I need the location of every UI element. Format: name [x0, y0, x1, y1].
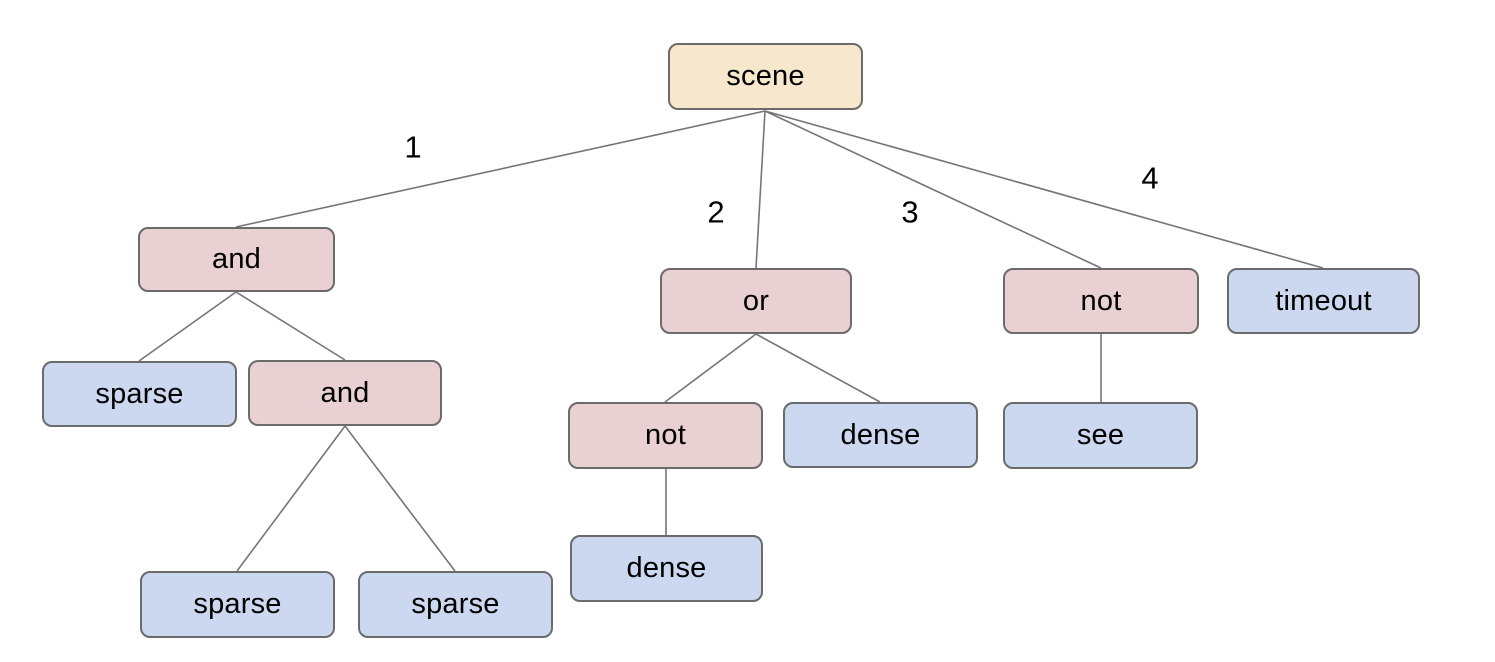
edge-and-and	[235, 291, 346, 361]
node-not-2[interactable]: not	[568, 402, 763, 469]
node-timeout[interactable]: timeout	[1227, 268, 1420, 334]
node-dense-2[interactable]: dense	[570, 535, 763, 602]
edge-and-sparse	[138, 291, 237, 362]
edge-and2-sparse2	[236, 425, 346, 572]
edge-scene-or	[755, 110, 766, 269]
node-or-1[interactable]: or	[660, 268, 852, 334]
edge-scene-and	[235, 110, 766, 228]
node-sparse-3[interactable]: sparse	[358, 571, 553, 638]
node-dense-1[interactable]: dense	[783, 402, 978, 468]
node-sparse-2[interactable]: sparse	[140, 571, 335, 638]
node-not-1[interactable]: not	[1003, 268, 1199, 334]
edge-or-not	[664, 333, 757, 403]
node-and-1[interactable]: and	[138, 227, 335, 292]
edge-label-3: 3	[901, 194, 919, 230]
node-see[interactable]: see	[1003, 402, 1198, 469]
edge-and2-sparse3	[344, 425, 456, 572]
edge-label-2: 2	[707, 194, 725, 230]
node-and-2[interactable]: and	[248, 360, 442, 426]
edge-or-dense	[755, 333, 881, 403]
edge-scene-timeout	[764, 110, 1324, 269]
edge-scene-not	[764, 110, 1102, 269]
edge-label-1: 1	[404, 129, 422, 165]
node-sparse-1[interactable]: sparse	[42, 361, 237, 427]
node-scene[interactable]: scene	[668, 43, 863, 110]
edge-label-4: 4	[1141, 160, 1159, 196]
